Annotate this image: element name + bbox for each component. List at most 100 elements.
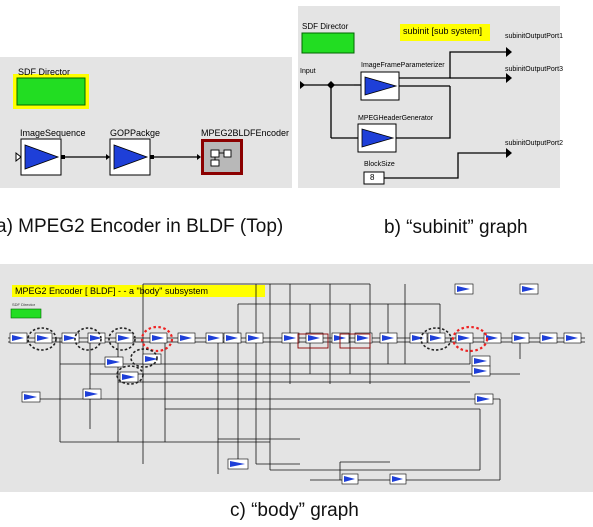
mini-actor[interactable] (474, 393, 494, 405)
actor-label-image-sequence: ImageSequence (20, 128, 86, 138)
mini-actor[interactable] (427, 332, 446, 344)
mini-actor[interactable] (341, 473, 359, 485)
mini-actor[interactable] (245, 332, 264, 344)
output-port-label-1: subinitOutputPort1 (505, 33, 563, 40)
black-highlight-circle (27, 327, 57, 351)
black-highlight-circle (116, 365, 144, 385)
input-port-icon[interactable] (300, 81, 305, 89)
play-triangle-icon (230, 461, 245, 467)
mini-actor[interactable] (305, 332, 324, 344)
play-triangle-icon (152, 335, 164, 341)
mini-actor[interactable] (223, 332, 242, 344)
mini-actor[interactable] (354, 332, 373, 344)
sdf-director-icon[interactable] (16, 77, 86, 106)
mini-actor[interactable] (227, 458, 249, 470)
mini-actor[interactable] (281, 332, 300, 344)
output-port-label-3: subinitOutputPort3 (505, 66, 563, 73)
play-triangle-icon (12, 335, 24, 341)
mini-actor[interactable] (21, 391, 41, 403)
play-triangle-icon (308, 335, 320, 341)
panel-a-top-graph: SDF Director ImageSequence GOPPackge MPE… (0, 57, 292, 188)
play-triangle-icon (412, 335, 424, 341)
mini-actor[interactable] (563, 332, 582, 344)
play-triangle-icon (357, 335, 369, 341)
play-triangle-icon (24, 394, 37, 400)
mini-actor[interactable] (34, 332, 53, 344)
mini-actor[interactable] (454, 283, 474, 295)
const-value: 8 (370, 173, 375, 182)
body-graph-actors (9, 283, 582, 485)
mini-actor[interactable] (104, 356, 124, 368)
red-highlight-circle (451, 325, 489, 353)
play-triangle-icon (122, 374, 135, 380)
mini-actor[interactable] (471, 355, 491, 367)
play-triangle-icon (382, 335, 394, 341)
mini-actor[interactable] (483, 332, 502, 344)
input-port-icon (197, 154, 201, 160)
play-triangle-icon (90, 335, 102, 341)
actor-label-gop-packge: GOPPackge (110, 128, 161, 138)
play-triangle-icon (145, 356, 158, 362)
mini-actor[interactable] (409, 332, 428, 344)
mini-actor[interactable] (82, 388, 102, 400)
play-triangle-icon (566, 335, 578, 341)
play-triangle-icon (85, 391, 98, 397)
sdf-director-label: SDF Director (302, 22, 349, 31)
caption-panel-b: b) “subinit” graph (384, 217, 528, 238)
play-triangle-icon (180, 335, 192, 341)
play-triangle-icon (24, 144, 60, 170)
play-triangle-icon (107, 359, 120, 365)
mini-actor[interactable] (142, 353, 162, 365)
mini-actor[interactable] (539, 332, 558, 344)
play-triangle-icon (37, 335, 49, 341)
sdf-director-icon[interactable] (10, 308, 42, 319)
body-graph-wires (8, 283, 585, 481)
output-port-icon[interactable] (506, 47, 512, 57)
black-highlight-circle (130, 348, 158, 368)
play-triangle-icon (64, 335, 76, 341)
play-triangle-icon (113, 144, 149, 170)
panel-b-canvas (300, 24, 512, 185)
mini-actor[interactable] (471, 365, 491, 377)
sdf-director-icon[interactable] (301, 32, 355, 54)
mini-actor[interactable] (87, 332, 106, 344)
mini-actor[interactable] (389, 473, 407, 485)
mini-actor[interactable] (455, 332, 474, 344)
mini-actor[interactable] (9, 332, 28, 344)
mini-actor[interactable] (379, 332, 398, 344)
red-highlight-circle (140, 325, 174, 353)
panel-c-canvas (8, 283, 585, 485)
black-highlight-circle (74, 327, 102, 351)
mini-actor[interactable] (511, 332, 530, 344)
hierarchy-icon (210, 149, 232, 167)
output-port-icon[interactable] (506, 73, 512, 83)
sdf-director-label: SDF Director (12, 302, 36, 307)
subinit-annotation: subinit [sub system] (403, 26, 483, 36)
input-port-label: Input (300, 68, 316, 75)
play-triangle-icon (248, 335, 260, 341)
black-highlight-circle (108, 327, 136, 351)
actor-label-mpeg-header-generator: MPEGHeaderGenerator (358, 115, 434, 122)
play-triangle-icon (474, 358, 487, 364)
composite-actor-box (297, 333, 329, 349)
annotation-highlight (400, 24, 490, 41)
play-triangle-icon (430, 335, 442, 341)
mini-actor[interactable] (519, 283, 539, 295)
panel-a-canvas (13, 74, 243, 176)
mini-actor[interactable] (177, 332, 196, 344)
mini-actor[interactable] (115, 332, 134, 344)
output-port-icon[interactable] (506, 148, 512, 158)
play-triangle-icon (361, 128, 395, 148)
mini-actor[interactable] (205, 332, 224, 344)
mini-actor[interactable] (149, 332, 168, 344)
actor-label-block-size: BlockSize (364, 161, 395, 168)
sdf-director-label: SDF Director (18, 67, 71, 77)
title-highlight (12, 285, 265, 297)
play-triangle-icon (226, 335, 238, 341)
mini-actor[interactable] (119, 371, 139, 383)
output-port-icon (150, 155, 154, 159)
mini-actor[interactable] (61, 332, 80, 344)
black-highlight-circle (420, 327, 452, 351)
composite-actor-box (339, 333, 371, 349)
mini-actor[interactable] (331, 332, 350, 344)
